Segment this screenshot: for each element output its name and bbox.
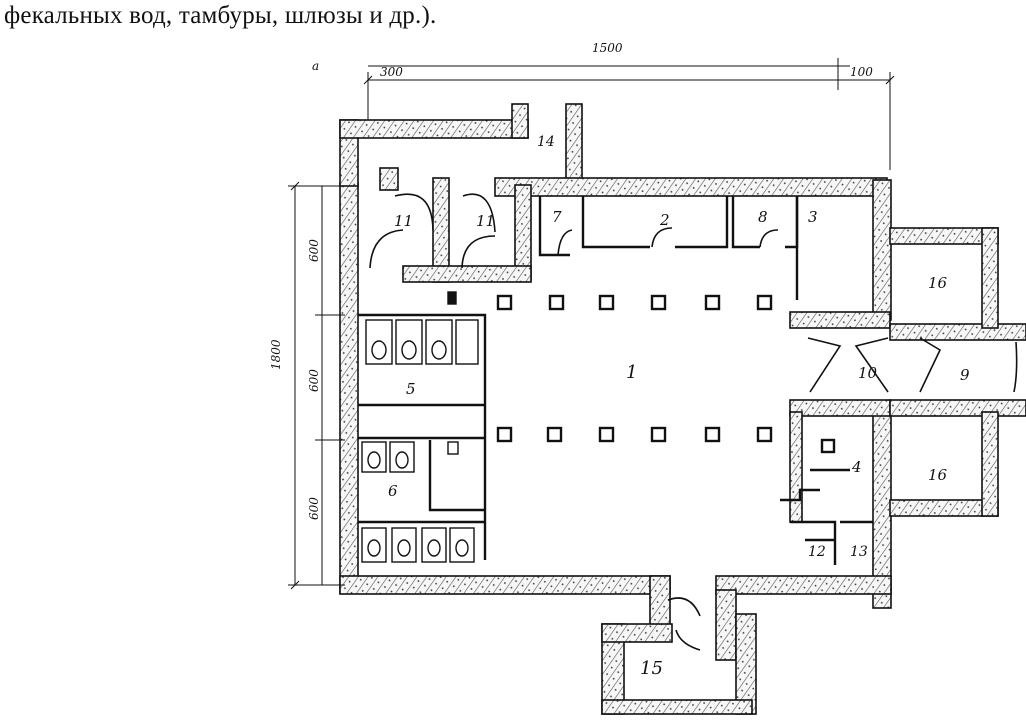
room-label-4: 4 <box>851 458 862 476</box>
room-label-7: 7 <box>552 208 562 226</box>
room-label-12: 12 <box>808 544 826 560</box>
room-label-1: 1 <box>626 362 637 383</box>
wall-vestibule-bottom <box>789 399 891 417</box>
wall-16a-right <box>981 227 999 329</box>
dimension-overall-height: 1800 <box>269 339 283 370</box>
toilet-fixtures <box>361 291 479 563</box>
wall-bottom-left <box>339 575 671 595</box>
room-label-5: 5 <box>406 380 416 398</box>
wall-exit-right2 <box>735 613 757 715</box>
door-swings <box>369 193 1018 651</box>
wall-room4-left <box>789 411 803 523</box>
room-label-11-left: 11 <box>394 212 413 230</box>
dimension-overall-width: 1500 <box>592 41 623 55</box>
dimension-segment-middle: 600 <box>307 369 321 392</box>
wall-exit-right <box>715 589 737 661</box>
wall-15-bottom <box>601 699 753 715</box>
panel-letter: a <box>312 59 319 73</box>
wall-right-upper <box>872 179 892 321</box>
room-label-10: 10 <box>858 364 878 382</box>
wall-bump-right <box>511 103 529 139</box>
dimension-segment-bottom: 600 <box>307 497 321 520</box>
wall-top <box>494 177 888 197</box>
dimension-segment-top: 600 <box>307 239 321 262</box>
room-label-11-right: 11 <box>476 212 495 230</box>
wall-bottom-right <box>715 575 892 595</box>
room-label-2: 2 <box>659 211 670 229</box>
room-label-13: 13 <box>850 544 868 560</box>
wall-14-right <box>565 103 583 187</box>
wall-9-top <box>889 323 1026 341</box>
dimension-lines <box>288 58 895 590</box>
room-label-15: 15 <box>640 658 663 679</box>
wall-16b-right <box>981 411 999 517</box>
wall-left <box>339 182 359 594</box>
walls <box>339 103 1026 715</box>
room-label-3: 3 <box>808 208 818 226</box>
wall-15-top <box>601 623 673 643</box>
dimension-right-offset: 100 <box>850 65 873 79</box>
internal-partitions <box>358 196 873 565</box>
wall-9-bottom <box>889 399 1026 417</box>
room-label-14: 14 <box>537 134 555 150</box>
room-label-8: 8 <box>758 208 768 226</box>
dimension-left-offset: 300 <box>380 65 403 79</box>
wall-top-far-left <box>379 167 399 191</box>
wall-top-left-cap <box>339 119 529 139</box>
columns <box>496 294 836 454</box>
caption-text: фекальных вод, тамбуры, шлюзы и др.). <box>4 2 437 29</box>
room-label-6: 6 <box>388 482 398 500</box>
room-label-9: 9 <box>960 366 970 384</box>
wall-vestibule-top <box>789 311 891 329</box>
wall-11-bottom <box>402 265 532 283</box>
room-label-16-upper: 16 <box>928 274 948 292</box>
room-label-16-lower: 16 <box>928 466 948 484</box>
